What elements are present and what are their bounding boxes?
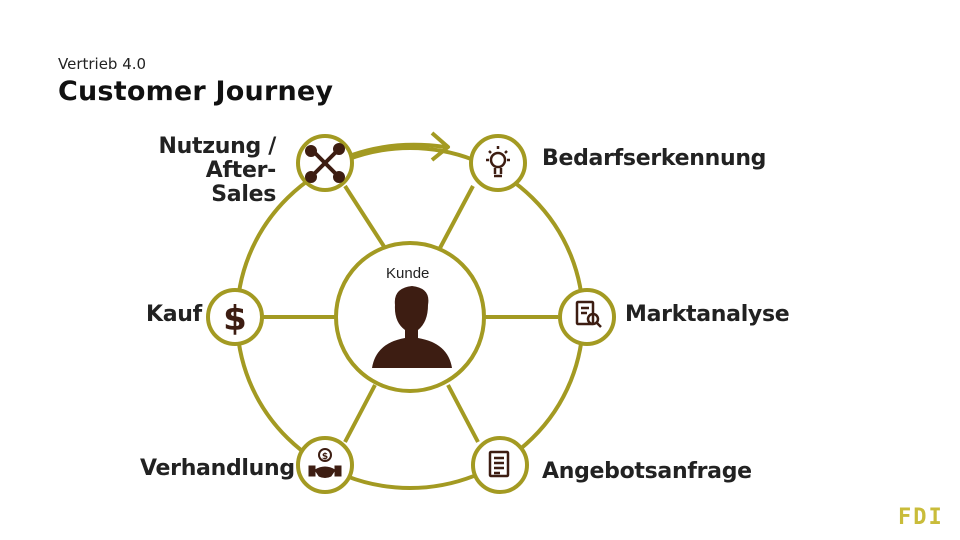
connector-bedarf bbox=[438, 185, 475, 249]
document-search-icon bbox=[575, 300, 602, 328]
connector-nutzung bbox=[343, 184, 387, 250]
stage-label-nutzung: Nutzung / After-Sales bbox=[158, 134, 277, 207]
handshake-money-icon: $ bbox=[308, 448, 342, 478]
tools-icon bbox=[305, 143, 345, 183]
journey-arrow bbox=[351, 142, 446, 157]
stage-label-bedarf: Bedarfserkennung bbox=[542, 146, 767, 171]
stage-label-kauf: Kauf bbox=[146, 302, 202, 327]
connector-angebot bbox=[446, 384, 480, 443]
center-label: Kunde bbox=[386, 265, 430, 282]
stage-label-angebot: Angebotsanfrage bbox=[542, 459, 752, 484]
stage-label-markt: Marktanalyse bbox=[625, 302, 790, 327]
stage-label-verhandlung: Verhandlung bbox=[140, 456, 295, 481]
page-title: Customer Journey bbox=[58, 76, 334, 107]
subtitle: Vertrieb 4.0 bbox=[58, 55, 147, 73]
document-list-icon bbox=[488, 450, 510, 478]
brand-logo: FDI bbox=[898, 505, 944, 530]
lightbulb-icon bbox=[486, 146, 510, 178]
svg-text:$: $ bbox=[322, 452, 328, 462]
dollar-icon: $ bbox=[223, 299, 247, 339]
node-bedarf bbox=[469, 134, 527, 192]
arrow-head bbox=[430, 131, 450, 162]
connector-verhandlung bbox=[343, 384, 377, 443]
node-angebot bbox=[471, 436, 529, 494]
customer-person-icon bbox=[372, 286, 452, 368]
node-kauf bbox=[206, 288, 264, 346]
node-verhandlung bbox=[296, 436, 354, 494]
node-markt bbox=[558, 288, 616, 346]
